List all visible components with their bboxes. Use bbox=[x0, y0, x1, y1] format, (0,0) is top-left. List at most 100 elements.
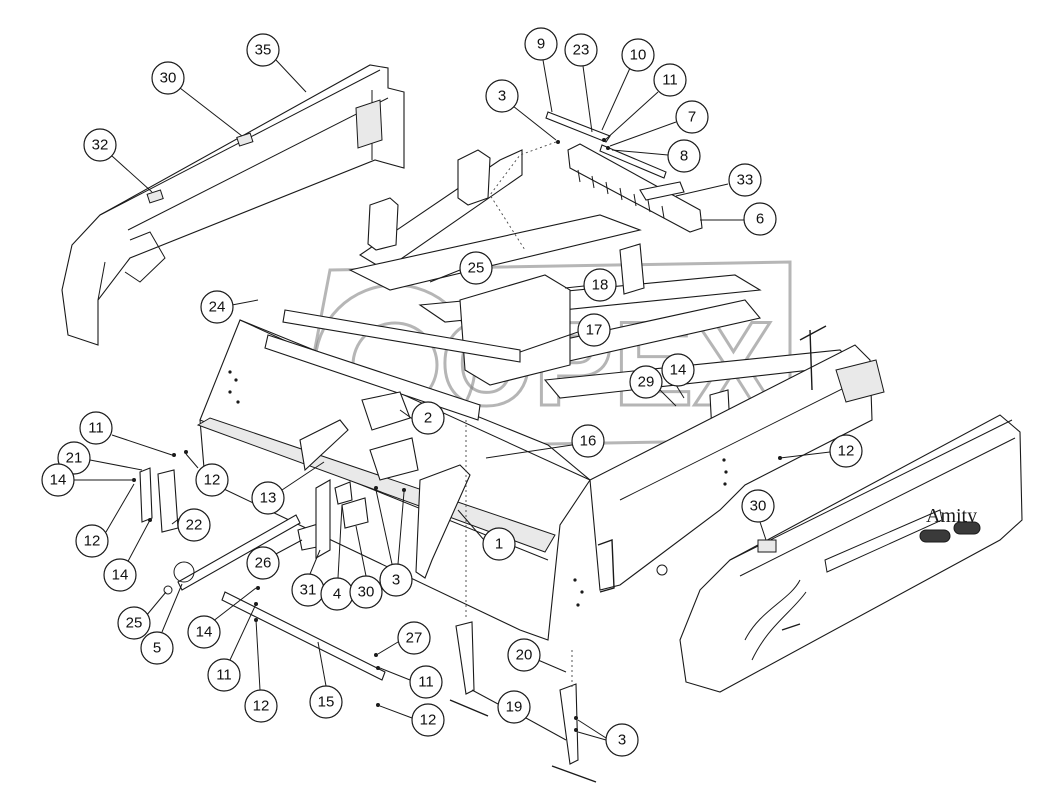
callout-12: 12 bbox=[379, 703, 445, 737]
callout-label: 5 bbox=[153, 640, 161, 657]
callout-14: 14 bbox=[41, 463, 132, 497]
callout-label: 14 bbox=[112, 567, 129, 584]
callout-label: 23 bbox=[573, 42, 590, 59]
callout-30: 30 bbox=[349, 525, 383, 609]
callout-label: 3 bbox=[392, 572, 400, 589]
callout-33: 33 bbox=[675, 163, 762, 197]
callout-4: 4 bbox=[320, 504, 354, 611]
callout-label: 21 bbox=[66, 450, 83, 467]
callout-label: 35 bbox=[255, 42, 272, 59]
callout-3: 3 bbox=[577, 719, 639, 757]
callout-label: 29 bbox=[638, 374, 655, 391]
callout-12: 12 bbox=[75, 483, 135, 558]
callout-25: 25 bbox=[117, 591, 167, 640]
callout-label: 8 bbox=[680, 148, 688, 165]
callout-30: 30 bbox=[741, 489, 775, 541]
loose-parts-left bbox=[139, 391, 471, 681]
callout-label: 15 bbox=[318, 694, 335, 711]
top-bar-assembly bbox=[489, 111, 703, 251]
callout-label: 16 bbox=[580, 433, 597, 450]
callout-1: 1 bbox=[457, 509, 516, 561]
callout-8: 8 bbox=[611, 139, 701, 173]
callout-14: 14 bbox=[103, 519, 151, 592]
callout-label: 1 bbox=[495, 536, 503, 553]
callout-19: 19 bbox=[471, 689, 567, 741]
hardware-dots bbox=[132, 138, 782, 732]
callout-11: 11 bbox=[79, 411, 173, 456]
callout-label: 3 bbox=[498, 88, 506, 105]
callout-label: 11 bbox=[216, 667, 232, 684]
callout-label: 26 bbox=[255, 555, 272, 572]
right-shield-assembly: Amity bbox=[679, 414, 1023, 693]
callout-18: 18 bbox=[564, 268, 617, 302]
callout-29: 29 bbox=[629, 365, 677, 407]
leg-stands bbox=[449, 420, 597, 783]
callout-label: 27 bbox=[406, 630, 423, 647]
callout-9: 9 bbox=[524, 27, 558, 113]
callout-label: 11 bbox=[418, 674, 434, 691]
callout-3: 3 bbox=[375, 489, 413, 597]
callout-label: 12 bbox=[84, 533, 101, 550]
frame-holes bbox=[228, 370, 728, 607]
callout-35: 35 bbox=[246, 33, 307, 93]
callout-6: 6 bbox=[700, 202, 777, 236]
callout-label: 12 bbox=[838, 443, 855, 460]
left-shield-assembly bbox=[61, 64, 405, 346]
callout-31: 31 bbox=[291, 549, 325, 607]
callout-12: 12 bbox=[244, 619, 278, 723]
callout-label: 12 bbox=[253, 698, 270, 715]
callout-label: 30 bbox=[160, 70, 177, 87]
callout-label: 24 bbox=[209, 299, 226, 316]
callout-14: 14 bbox=[187, 587, 257, 649]
callout-label: 12 bbox=[420, 712, 437, 729]
callout-label: 11 bbox=[662, 72, 678, 89]
callout-label: 13 bbox=[260, 490, 277, 507]
callout-label: 30 bbox=[750, 498, 767, 515]
callout-label: 25 bbox=[468, 260, 485, 277]
callout-2: 2 bbox=[399, 401, 445, 435]
callout-12: 12 bbox=[779, 434, 863, 468]
callout-label: 11 bbox=[88, 420, 104, 437]
callout-23: 23 bbox=[564, 33, 598, 133]
callout-label: 32 bbox=[92, 137, 109, 154]
callout-3: 3 bbox=[485, 79, 557, 141]
callout-26: 26 bbox=[246, 539, 303, 580]
callout-25: 25 bbox=[429, 251, 493, 285]
callout-12: 12 bbox=[185, 453, 229, 497]
callout-label: 14 bbox=[50, 472, 67, 489]
callout-label: 22 bbox=[186, 517, 203, 534]
callout-32: 32 bbox=[83, 128, 153, 193]
callout-15: 15 bbox=[309, 641, 343, 719]
callout-10: 10 bbox=[601, 38, 655, 131]
callout-label: 17 bbox=[586, 322, 603, 339]
callout-label: 25 bbox=[126, 615, 143, 632]
callout-label: 7 bbox=[688, 109, 696, 126]
callout-label: 14 bbox=[670, 362, 687, 379]
callout-16: 16 bbox=[485, 424, 605, 459]
callout-label: 31 bbox=[300, 582, 317, 599]
callout-label: 33 bbox=[737, 172, 754, 189]
callout-label: 30 bbox=[358, 584, 375, 601]
callout-label: 12 bbox=[204, 472, 221, 489]
callout-label: 19 bbox=[506, 699, 523, 716]
callout-20: 20 bbox=[507, 638, 567, 673]
callout-27: 27 bbox=[377, 621, 431, 655]
callout-11: 11 bbox=[207, 603, 257, 692]
callout-label: 14 bbox=[196, 624, 213, 641]
callout-14: 14 bbox=[661, 353, 695, 399]
callout-11: 11 bbox=[604, 63, 687, 141]
callout-5: 5 bbox=[140, 583, 183, 665]
callout-11: 11 bbox=[379, 665, 443, 699]
callout-label: 18 bbox=[592, 277, 609, 294]
callout-label: 3 bbox=[618, 732, 626, 749]
callout-30: 30 bbox=[151, 61, 243, 137]
callout-13: 13 bbox=[251, 461, 325, 515]
callout-24: 24 bbox=[200, 290, 259, 324]
callout-label: 10 bbox=[630, 47, 647, 64]
callout-label: 6 bbox=[756, 211, 764, 228]
callout-label: 20 bbox=[516, 647, 533, 664]
callout-layer: 35 30 32 9 23 10 11 3 7 8 33 6 25 18 24 … bbox=[41, 27, 863, 757]
callout-22: 22 bbox=[171, 508, 211, 542]
